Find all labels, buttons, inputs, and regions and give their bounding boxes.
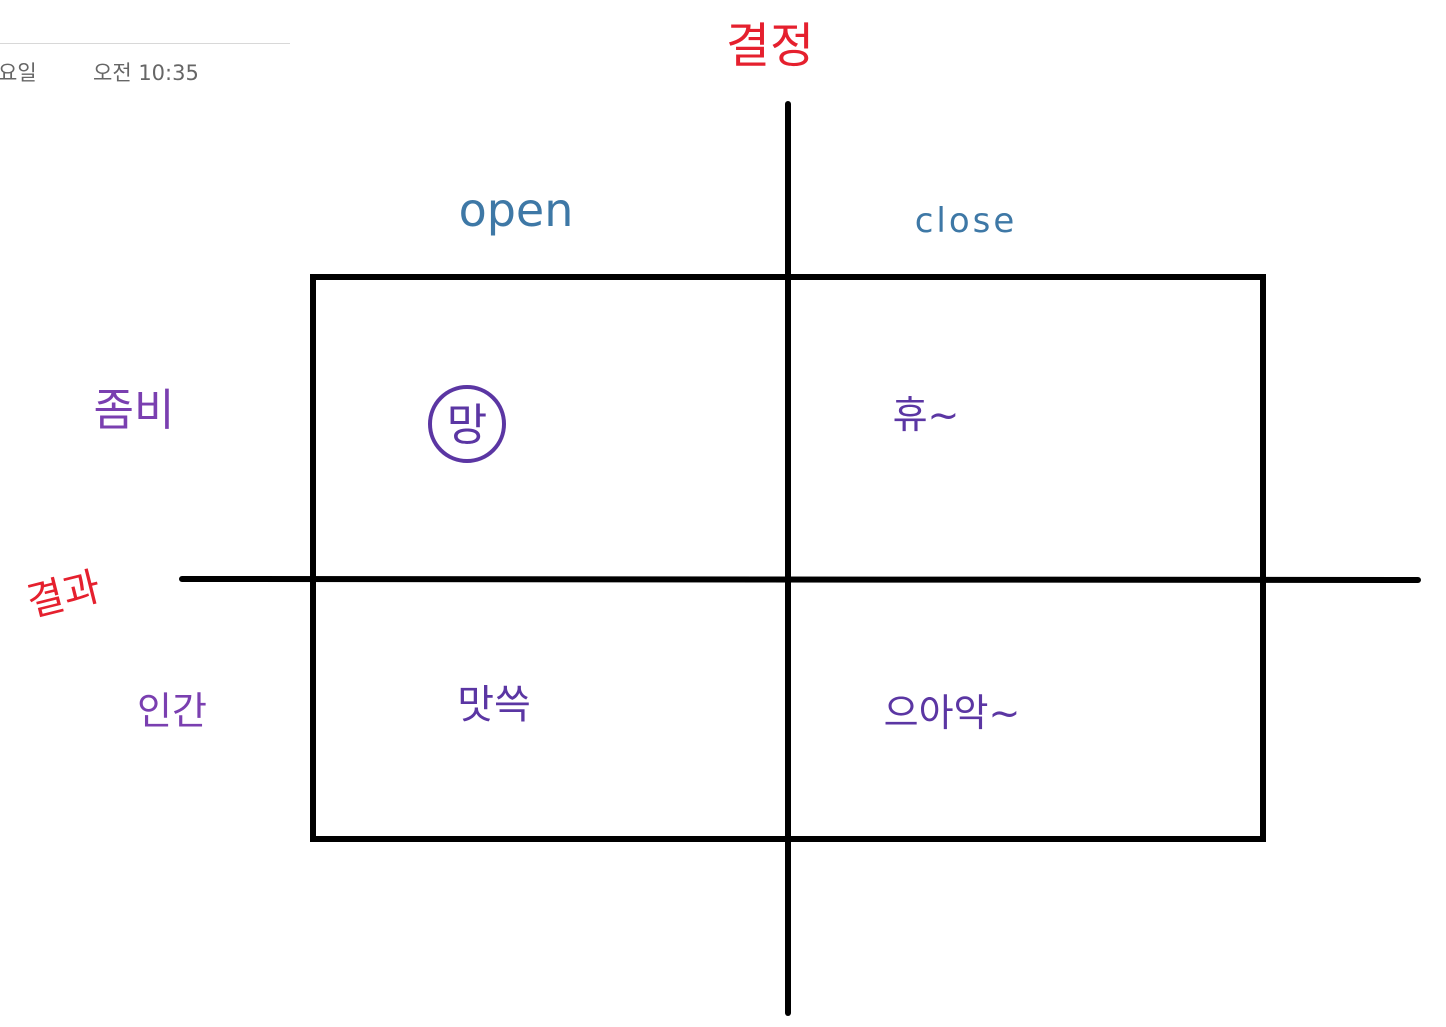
row-label-zombie: 좀비	[94, 385, 175, 436]
column-label-close: close	[915, 201, 1018, 241]
header-time: 오전 10:35	[93, 61, 199, 85]
row-label-human: 인간	[137, 689, 207, 733]
result-axis-line	[179, 576, 1421, 583]
cell-open-human: 맛쓱	[457, 682, 531, 728]
result-axis-label: 결과	[22, 564, 105, 626]
circle-highlight	[428, 385, 506, 463]
decision-axis-label: 결정	[726, 18, 814, 74]
cell-close-human: 으아악~	[884, 691, 1021, 735]
cell-close-zombie: 휴~	[893, 393, 960, 437]
header-divider	[0, 43, 290, 44]
cell-open-zombie: 망	[447, 400, 487, 451]
column-label-open: open	[459, 183, 574, 237]
header-date: 요일	[0, 61, 37, 85]
